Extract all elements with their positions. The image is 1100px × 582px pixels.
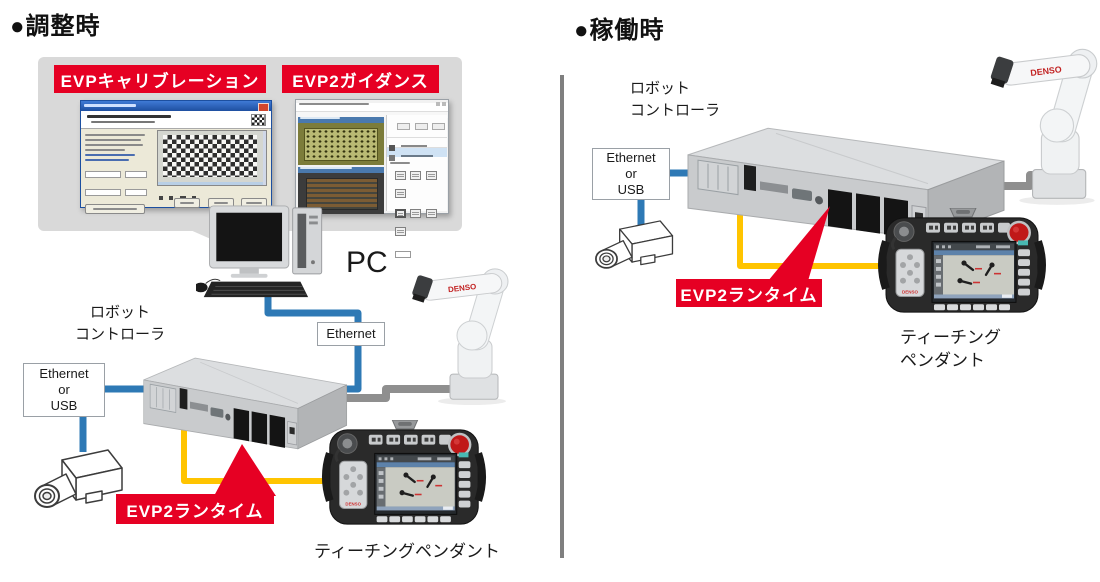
pendant-label-right: ティーチング ペンダント — [900, 326, 1001, 372]
controller-label-line2: コントローラ — [74, 326, 165, 343]
iface-line2: or — [58, 382, 70, 397]
interface-box-right: Ethernet or USB — [592, 148, 670, 200]
guidance-app-screenshot — [295, 99, 449, 258]
iface-line1: Ethernet — [606, 150, 656, 165]
calibration-wizard-screenshot — [80, 100, 272, 214]
controller-label-line1: ロボット — [89, 304, 150, 321]
dialog-text-column — [85, 131, 151, 214]
camera-left — [34, 449, 123, 508]
evp2-runtime-tag-right: EVP2ランタイム — [676, 279, 822, 307]
robot-arm-left — [409, 267, 509, 406]
scrollbar — [263, 131, 266, 185]
dialog-buttons — [81, 195, 267, 208]
pc-label: PC — [346, 246, 388, 279]
pendant-label-line1: ティーチング — [900, 328, 1001, 347]
teaching-pendant-left — [320, 420, 488, 534]
interface-box-left: Ethernet or USB — [23, 363, 105, 417]
evp2-runtime-tag-left: EVP2ランタイム — [116, 494, 274, 524]
checkerboard-icon — [251, 114, 266, 126]
dot-grid-target-image — [304, 128, 378, 161]
pendant-label-left: ティーチングペンダント — [314, 542, 500, 561]
evp2-guidance-tag: EVP2ガイダンス — [282, 65, 439, 93]
ethernet-label-box: Ethernet — [317, 322, 385, 346]
dialog-titlebar — [81, 101, 271, 112]
image-toolbar — [159, 187, 259, 200]
operation-title: ●稼働時 — [574, 17, 665, 44]
controller-label-right: ロボット コントローラ — [630, 78, 720, 122]
iface-line1: Ethernet — [39, 366, 89, 381]
camera-right — [595, 220, 674, 269]
parts-tray-image — [306, 178, 378, 210]
iface-line2: or — [625, 166, 637, 181]
robot-arm-right — [988, 48, 1098, 206]
section-divider — [560, 75, 564, 558]
set-position-button-depiction — [85, 204, 145, 214]
controller-label-left: ロボット コントローラ — [58, 302, 182, 346]
robot-controller-left — [143, 357, 348, 451]
guidance-settings-pane — [386, 115, 447, 258]
pendant-label-line2: ペンダント — [900, 351, 985, 370]
pc-illustration — [196, 205, 323, 298]
controller-label-line1: ロボット — [630, 80, 691, 97]
adjustment-title: ●調整時 — [10, 13, 101, 40]
scrollbar — [158, 182, 266, 185]
iface-line3: USB — [617, 182, 645, 197]
teaching-pendant-right — [876, 208, 1048, 322]
iface-line3: USB — [50, 398, 78, 413]
dialog-header — [81, 111, 271, 129]
evp-calibration-tag: EVPキャリブレーション — [54, 65, 266, 93]
checkerboard-image — [157, 130, 267, 186]
guidance-image-pane — [298, 115, 384, 214]
controller-label-line2: コントローラ — [630, 102, 721, 119]
